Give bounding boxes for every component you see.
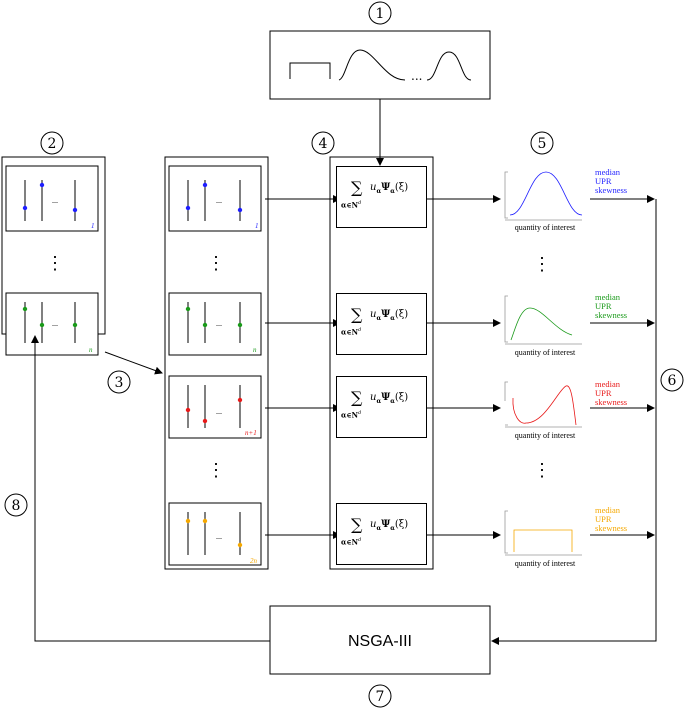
pce-expression: ∑ α∈Nd uαΨα(ξ) — [341, 388, 425, 425]
skewed-pdf-icon — [338, 49, 406, 81]
sample-box-n-plus-1 — [168, 375, 262, 439]
nsga-optimizer-box: NSGA-III — [269, 605, 491, 675]
metrics-blue: median UPR skewness — [595, 167, 627, 195]
pce-expression-box: ∑ α∈Nd uαΨα(ξ) — [336, 293, 427, 355]
optimizer-label: NSGA-III — [348, 633, 412, 650]
vertical-ellipsis: ⋮ — [207, 253, 225, 274]
qoi-axis-label: quantity of interest — [515, 223, 576, 232]
sum-symbol: ∑ — [351, 515, 363, 534]
metrics-orange: median UPR skewness — [595, 505, 627, 533]
step-marker-7: 7 — [368, 684, 392, 708]
step-marker-1: 1 — [368, 1, 392, 25]
pce-term: uαΨα(ξ) — [370, 182, 409, 195]
sample-box-2n — [168, 502, 262, 566]
svg-text:5: 5 — [538, 136, 547, 152]
vertical-ellipsis: ⋮ — [533, 254, 551, 275]
uniform-pdf-icon — [289, 62, 331, 79]
pdf-curve-green — [510, 307, 573, 341]
step-marker-3: 3 — [107, 370, 131, 394]
sample-box-n — [5, 292, 99, 356]
svg-text:UPR: UPR — [595, 514, 612, 524]
svg-text:6: 6 — [668, 373, 677, 389]
svg-text:1: 1 — [376, 6, 385, 22]
vertical-ellipsis: ⋮ — [207, 460, 225, 481]
svg-text:8: 8 — [12, 498, 21, 514]
sample-index-label: 1 — [91, 222, 95, 230]
svg-text:skewness: skewness — [595, 397, 627, 407]
pce-expression: ∑ α∈Nd uαΨα(ξ) — [341, 515, 425, 552]
svg-text:3: 3 — [115, 375, 124, 391]
sample-index-label: 2n — [250, 557, 258, 565]
svg-text:median: median — [595, 167, 621, 177]
qoi-axis-label: quantity of interest — [515, 559, 576, 568]
sample-index-label: 1 — [255, 222, 259, 230]
flow-arrows — [31, 99, 657, 645]
sum-index: α∈Nd — [341, 200, 362, 210]
step-marker-5: 5 — [530, 131, 554, 155]
sample-box-n — [168, 292, 262, 356]
sum-symbol: ∑ — [351, 305, 363, 324]
svg-text:...: ... — [216, 196, 222, 205]
metrics-green: median UPR skewness — [595, 292, 627, 320]
svg-text:...: ... — [216, 407, 222, 416]
svg-text:median: median — [595, 505, 621, 515]
sum-index: α∈Nd — [341, 327, 362, 337]
svg-text:skewness: skewness — [595, 523, 627, 533]
pce-expression-box: ∑ α∈Nd uαΨα(ξ) — [336, 503, 427, 565]
sample-index-label: n — [253, 346, 257, 354]
svg-text:2: 2 — [48, 136, 57, 152]
gaussian-pdf-icon — [426, 51, 472, 81]
svg-text:...: ... — [216, 319, 222, 328]
pce-term: uαΨα(ξ) — [370, 309, 409, 322]
pce-expression: ∑ α∈Nd uαΨα(ξ) — [341, 178, 425, 215]
svg-text:skewness: skewness — [595, 310, 627, 320]
step-marker-2: 2 — [40, 131, 64, 155]
svg-text:UPR: UPR — [595, 301, 612, 311]
step-marker-8: 8 — [4, 493, 28, 517]
initial-population-panel: ... 1 ⋮ ... n — [1, 156, 106, 356]
vertical-ellipsis: ⋮ — [533, 460, 551, 481]
distribution-ellipsis: ... — [411, 69, 422, 83]
sample-box-1 — [168, 165, 262, 232]
svg-text:...: ... — [52, 196, 58, 205]
step-marker-4: 4 — [311, 131, 335, 155]
svg-text:median: median — [595, 379, 621, 389]
qoi-axis-label: quantity of interest — [515, 348, 576, 357]
output-pdf-column: quantity of interest ⋮ quantity of inter… — [504, 171, 583, 568]
sum-symbol: ∑ — [351, 388, 363, 407]
pce-expression: ∑ α∈Nd uαΨα(ξ) — [341, 305, 425, 342]
qoi-axis-label: quantity of interest — [515, 431, 576, 440]
sum-index: α∈Nd — [341, 537, 362, 547]
svg-text:UPR: UPR — [595, 388, 612, 398]
svg-text:UPR: UPR — [595, 176, 612, 186]
pce-term: uαΨα(ξ) — [370, 519, 409, 532]
metrics-red: median UPR skewness — [595, 379, 627, 407]
svg-text:skewness: skewness — [595, 185, 627, 195]
sum-index: α∈Nd — [341, 410, 362, 420]
pce-expression-box: ∑ α∈Nd uαΨα(ξ) — [336, 166, 427, 228]
sum-symbol: ∑ — [351, 178, 363, 197]
sample-box-1 — [5, 165, 99, 232]
svg-text:4: 4 — [319, 136, 328, 152]
svg-text:7: 7 — [376, 689, 385, 705]
sample-index-label: n — [89, 346, 93, 354]
pdf-curve-red — [512, 385, 577, 426]
svg-text:...: ... — [52, 319, 58, 328]
pdf-curve-blue — [509, 171, 583, 216]
pce-expression-box: ∑ α∈Nd uαΨα(ξ) — [336, 376, 427, 438]
pdf-curve-orange — [513, 529, 573, 552]
svg-text:...: ... — [216, 532, 222, 541]
svg-text:median: median — [595, 292, 621, 302]
combined-population-panel: ... 1 ⋮ ... n ... n+1 ⋮ ... 2n — [164, 156, 269, 570]
sample-index-label: n+1 — [245, 429, 257, 437]
vertical-ellipsis: ⋮ — [46, 253, 64, 274]
pce-term: uαΨα(ξ) — [370, 392, 409, 405]
step-marker-6: 6 — [660, 368, 684, 392]
input-distributions-box: ... — [269, 30, 491, 100]
